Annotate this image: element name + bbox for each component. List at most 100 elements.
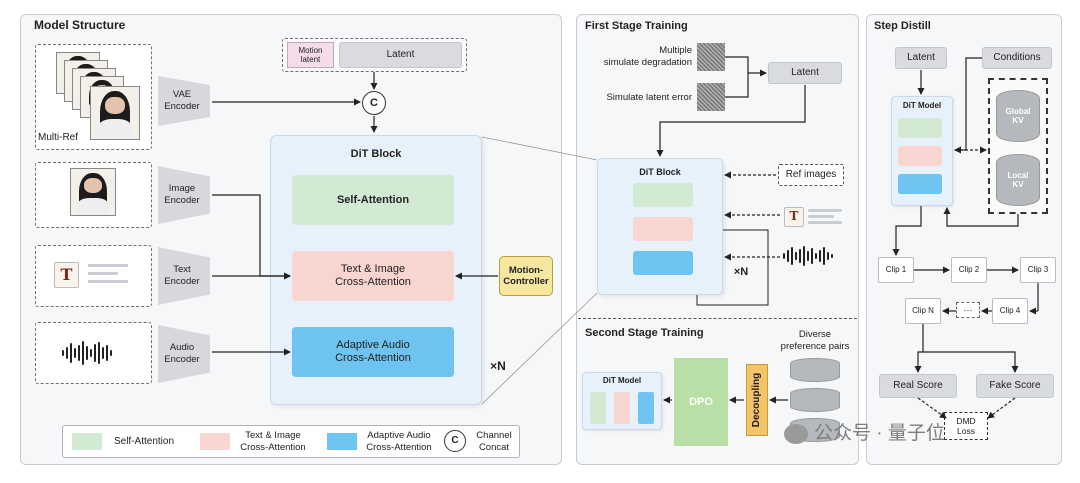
clip-3: Clip 3 bbox=[1020, 257, 1056, 283]
real-score-label: Real Score bbox=[893, 380, 943, 391]
fake-score-label: Fake Score bbox=[989, 380, 1041, 391]
ref-images-label: Ref images bbox=[785, 169, 837, 180]
distill-conditions: Conditions bbox=[982, 47, 1052, 69]
text-icon bbox=[54, 262, 79, 288]
first-stage-repeat-label: ×N bbox=[733, 266, 749, 278]
latent-label: Latent bbox=[386, 49, 415, 60]
diverse-pairs-label: Diverse preference pairs bbox=[780, 329, 850, 352]
preference-db-icon-2 bbox=[790, 388, 840, 412]
first-stage-latent-label: Latent bbox=[791, 67, 819, 78]
text-encoder-label: Text Encoder bbox=[164, 264, 200, 287]
legend-swatch-self-attention bbox=[72, 433, 102, 450]
second-stage-audio-attention bbox=[638, 392, 654, 424]
global-kv-icon: Global KV bbox=[996, 90, 1040, 142]
legend-concat-symbol: C bbox=[451, 435, 459, 446]
legend-label-text-image: Text & Image Cross-Attention bbox=[240, 430, 306, 453]
first-stage-cross-attention bbox=[633, 217, 693, 241]
audio-wave-icon bbox=[62, 340, 112, 366]
local-kv-label: Local KV bbox=[1007, 171, 1029, 189]
legend-label-self-attention: Self-Attention bbox=[113, 436, 175, 447]
dpo-label: DPO bbox=[689, 396, 713, 408]
text-encoder: Text Encoder bbox=[158, 247, 210, 305]
clip-4: Clip 4 bbox=[992, 298, 1028, 324]
audio-encoder-label: Audio Encoder bbox=[164, 342, 200, 365]
motion-controller: Motion- Controller bbox=[499, 256, 553, 296]
latent-box: Latent bbox=[339, 42, 462, 68]
ref-images-box: Ref images bbox=[778, 164, 844, 186]
vae-encoder-label: VAE Encoder bbox=[164, 89, 200, 112]
wechat-icon bbox=[784, 424, 808, 444]
audio-ref-box bbox=[35, 322, 152, 384]
legend-concat-icon: C bbox=[444, 430, 466, 452]
text-image-cross-attention-block: Text & Image Cross-Attention bbox=[292, 251, 454, 301]
audio-encoder: Audio Encoder bbox=[158, 325, 210, 383]
local-kv-icon: Local KV bbox=[996, 154, 1040, 206]
concat-node: C bbox=[362, 91, 386, 115]
text-icon-glyph: T bbox=[60, 265, 73, 284]
distill-audio-attention bbox=[898, 174, 942, 194]
clip-1: Clip 1 bbox=[878, 257, 914, 283]
adaptive-audio-cross-attention-block: Adaptive Audio Cross-Attention bbox=[292, 327, 454, 377]
real-score: Real Score bbox=[879, 374, 957, 398]
degradation-noise-icon bbox=[697, 43, 725, 71]
legend-swatch-adaptive-audio bbox=[327, 433, 357, 450]
dit-block-title: DiT Block bbox=[350, 148, 402, 160]
vae-encoder: VAE Encoder bbox=[158, 76, 210, 126]
second-stage-cross-attention bbox=[614, 392, 630, 424]
latent-error-noise-icon bbox=[697, 83, 725, 111]
dmd-loss-label: DMD Loss bbox=[956, 416, 976, 436]
step-distill-title: Step Distill bbox=[874, 20, 931, 32]
clip-n-label: Clip N bbox=[912, 306, 934, 315]
self-attention-label: Self-Attention bbox=[336, 194, 410, 206]
distill-cross-attention bbox=[898, 146, 942, 166]
model-structure-title: Model Structure bbox=[34, 18, 126, 32]
distill-conditions-label: Conditions bbox=[993, 52, 1041, 63]
clip-ellipsis-label: ··· bbox=[963, 305, 973, 315]
multi-ref-label: Multi-Ref bbox=[38, 132, 79, 143]
fake-score: Fake Score bbox=[976, 374, 1054, 398]
image-encoder: Image Encoder bbox=[158, 166, 210, 224]
distill-latent-label: Latent bbox=[907, 52, 935, 63]
second-stage-title: Second Stage Training bbox=[585, 327, 704, 339]
global-kv-label: Global KV bbox=[1005, 107, 1031, 125]
clip-1-label: Clip 1 bbox=[885, 265, 907, 274]
first-stage-latent: Latent bbox=[768, 62, 842, 84]
legend bbox=[62, 425, 520, 458]
ref-frame-5 bbox=[90, 86, 140, 140]
adaptive-audio-cross-attention-label: Adaptive Audio Cross-Attention bbox=[335, 339, 411, 364]
first-stage-dit-title: DiT Block bbox=[639, 167, 681, 177]
motion-latent-label: Motion latent bbox=[298, 46, 323, 64]
self-attention-block: Self-Attention bbox=[292, 175, 454, 225]
clip-ellipsis: ··· bbox=[956, 302, 980, 318]
decoupling-block: Decoupling bbox=[746, 364, 768, 436]
watermark: 公众号 · 量子位 bbox=[784, 420, 1050, 448]
second-stage-dit-label: DiT Model bbox=[602, 375, 642, 385]
watermark-text: 公众号 · 量子位 bbox=[814, 423, 945, 444]
stage-divider bbox=[578, 318, 857, 319]
clip-2-label: Clip 2 bbox=[958, 265, 980, 274]
clip-3-label: Clip 3 bbox=[1027, 265, 1049, 274]
first-stage-audio-icon bbox=[783, 245, 833, 267]
first-stage-self-attention bbox=[633, 183, 693, 207]
motion-latent-box: Motion latent bbox=[287, 42, 334, 68]
distill-dit-label: DiT Model bbox=[902, 100, 942, 110]
simulate-latent-error-label: Simulate latent error bbox=[606, 92, 692, 103]
clip-4-label: Clip 4 bbox=[999, 306, 1021, 315]
multiple-degradation-label: Multiple simulate degradation bbox=[603, 45, 692, 68]
concat-symbol: C bbox=[370, 97, 378, 109]
second-stage-self-attention bbox=[590, 392, 606, 424]
first-stage-audio-attention bbox=[633, 251, 693, 275]
first-stage-text-glyph: T bbox=[789, 209, 799, 223]
motion-controller-label: Motion- Controller bbox=[503, 265, 549, 287]
clip-2: Clip 2 bbox=[951, 257, 987, 283]
image-ref-frame bbox=[70, 168, 116, 216]
dmd-loss: DMD Loss bbox=[944, 412, 988, 440]
image-encoder-label: Image Encoder bbox=[164, 183, 200, 206]
preference-db-icon-1 bbox=[790, 358, 840, 382]
distill-self-attention bbox=[898, 118, 942, 138]
legend-swatch-text-image bbox=[200, 433, 230, 450]
first-stage-text-icon bbox=[784, 207, 804, 227]
legend-label-adaptive-audio: Adaptive Audio Cross-Attention bbox=[366, 430, 432, 453]
text-image-cross-attention-label: Text & Image Cross-Attention bbox=[335, 263, 411, 288]
